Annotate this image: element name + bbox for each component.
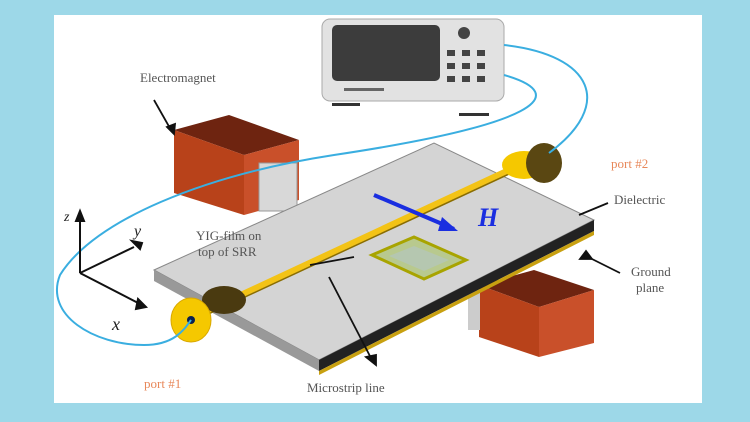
label-axis-x: x [112,314,120,334]
cable-port1 [56,74,537,347]
axes-icon [74,208,149,311]
diagram-panel: Electromagnet port #2 Dielectric Ground … [54,15,702,403]
electromagnet-right-icon [468,270,594,357]
leader-arrows [153,99,621,367]
label-ground-plane-1: Ground [631,264,671,279]
microstrip-line [200,160,526,316]
network-analyzer-icon [321,18,505,116]
diagram-illustration [56,18,621,375]
port2-connector-icon [502,143,562,183]
label-microstrip: Microstrip line [307,380,385,395]
electromagnet-left-icon [174,115,299,215]
label-axis-y: y [134,223,142,240]
cable-port2 [503,44,589,154]
label-field-h: H [478,203,499,232]
field-arrow-icon [373,193,458,231]
srr-yig-film [368,235,470,281]
label-port1: port #1 [144,376,182,391]
substrate-board [152,142,596,375]
label-dielectric: Dielectric [614,192,666,207]
label-axis-z: z [64,210,70,225]
label-electromagnet: Electromagnet [140,70,216,85]
label-port2: port #2 [611,156,649,171]
label-yig-2: top of SRR [198,244,257,259]
label-ground-plane-2: plane [636,280,665,295]
label-yig-1: YIG-film on [196,228,262,243]
